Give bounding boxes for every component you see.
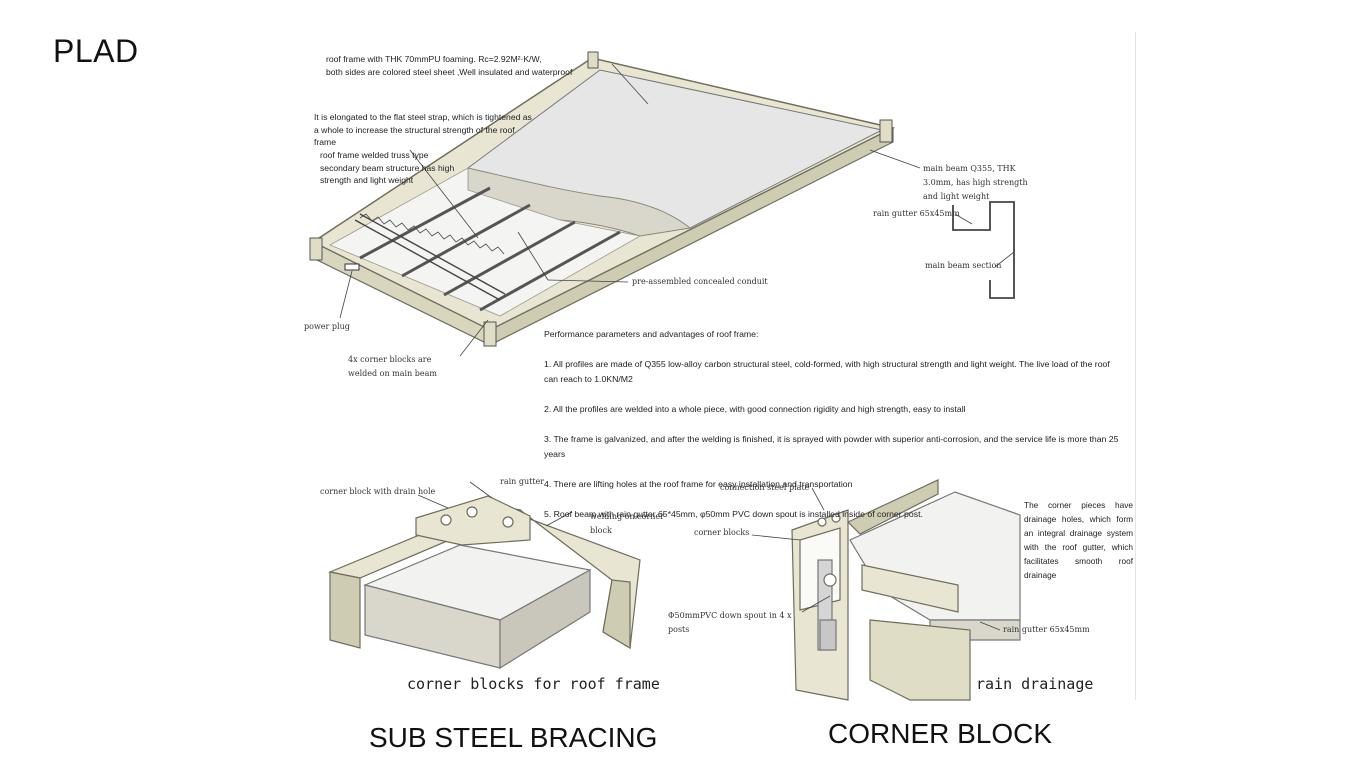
beam-section-profile	[952, 201, 1015, 299]
corner-block-detail	[327, 495, 641, 670]
label-welding: welding on corner block	[590, 512, 664, 535]
performance-item: 3. The frame is galvanized, and after th…	[544, 434, 1119, 459]
section-title-sub-steel-bracing: SUB STEEL BRACING	[369, 722, 658, 753]
label-concealed-conduit: pre-assembled concealed conduit	[632, 277, 768, 286]
frame-interior	[329, 167, 642, 317]
performance-item: 1. All profiles are made of Q355 low-all…	[544, 359, 1110, 384]
label-roof-panel: roof frame with THK 70mmPU foaming. Rc=2…	[326, 54, 573, 77]
label-flat-steel-strap: It is elongated to the flat steel strap,…	[314, 112, 532, 147]
sheet-divider	[1135, 32, 1136, 700]
performance-item: 5. Roof beam with rain gutter 65*45mm, φ…	[544, 509, 923, 519]
label-down-spout: Φ50mmPVC down spout in 4 x posts	[668, 611, 792, 634]
power-plug-icon	[344, 263, 360, 271]
page-title: PLAD	[53, 33, 139, 69]
label-power-plug: power plug	[304, 322, 350, 331]
label-main-beam: main beam Q355, THK 3.0mm, has high stre…	[923, 164, 1028, 201]
drainage-description: The corner pieces have drainage holes, w…	[1024, 500, 1133, 580]
section-title-corner-block: CORNER BLOCK	[828, 718, 1053, 749]
label-connection-plate: connection steel plate	[720, 483, 810, 492]
label-corner-blocks-main: 4x corner blocks are welded on main beam	[348, 355, 437, 378]
label-truss-beam: roof frame welded truss type secondary b…	[320, 150, 455, 185]
truss-beam	[354, 213, 506, 301]
performance-item: 2. All the profiles are welded into a wh…	[544, 404, 966, 414]
caption-corner-blocks: corner blocks for roof frame	[407, 675, 660, 693]
label-rain-gutter-detail: rain gutter	[500, 477, 545, 486]
label-corner-blocks-detail: corner blocks	[694, 528, 750, 537]
performance-item: 4. There are lifting holes at the roof f…	[544, 479, 853, 489]
label-rain-gutter: rain gutter 65x45mm	[873, 209, 960, 218]
performance-list: Performance parameters and advantages of…	[544, 312, 1124, 537]
caption-rain-drainage: rain drainage	[976, 675, 1094, 693]
label-rain-gutter-right: rain gutter 65x45mm	[1003, 625, 1090, 634]
label-main-beam-section: main beam section	[925, 261, 1002, 270]
rain-drainage-detail	[791, 479, 1021, 701]
performance-heading: Performance parameters and advantages of…	[544, 329, 759, 339]
label-drain-hole: corner block with drain hole	[320, 487, 436, 496]
